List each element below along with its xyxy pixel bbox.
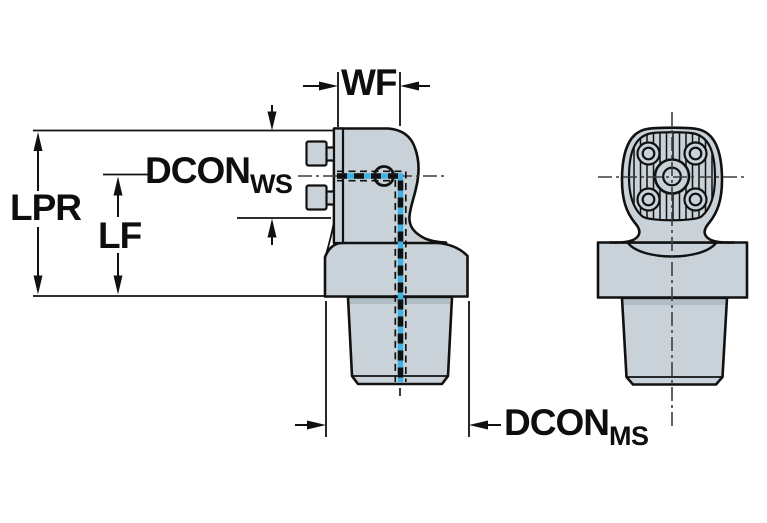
label-lf: LF	[98, 215, 142, 256]
label-dcon-ws-sub: WS	[249, 169, 293, 199]
label-wf: WF	[341, 62, 398, 103]
coupling-face-front	[627, 131, 717, 222]
screw-hole-bottom-left	[636, 187, 661, 212]
clamp-bolt-lower	[305, 184, 338, 211]
left-flange	[323, 241, 469, 298]
right-shank	[620, 296, 729, 386]
label-dcon-ws: DCONWS	[145, 150, 293, 198]
screw-hole-top-left	[636, 141, 661, 166]
dim-dcon-ms	[295, 301, 501, 437]
screw-hole-top-right	[683, 141, 708, 166]
label-dcon-ms-base: DCON	[504, 402, 610, 443]
dim-lf	[103, 173, 152, 295]
clamp-bolt-upper	[305, 140, 338, 167]
dim-dcon-ws	[237, 105, 331, 245]
dim-lpr	[33, 129, 334, 297]
label-dcon-ms: DCONMS	[504, 402, 649, 450]
right-view	[596, 112, 749, 430]
label-dcon-ms-sub: MS	[608, 421, 649, 451]
coupling-face-edge	[332, 127, 345, 245]
coolant-channel	[337, 170, 407, 382]
screw-hole-bottom-right	[683, 187, 708, 212]
label-dcon-ws-base: DCON	[145, 150, 251, 191]
left-view	[298, 127, 469, 396]
label-lpr: LPR	[10, 187, 82, 228]
label-wf-text: WF	[341, 62, 398, 103]
dim-wf	[303, 72, 430, 127]
label-lf-text: LF	[98, 215, 142, 256]
label-lpr-text: LPR	[10, 187, 82, 228]
